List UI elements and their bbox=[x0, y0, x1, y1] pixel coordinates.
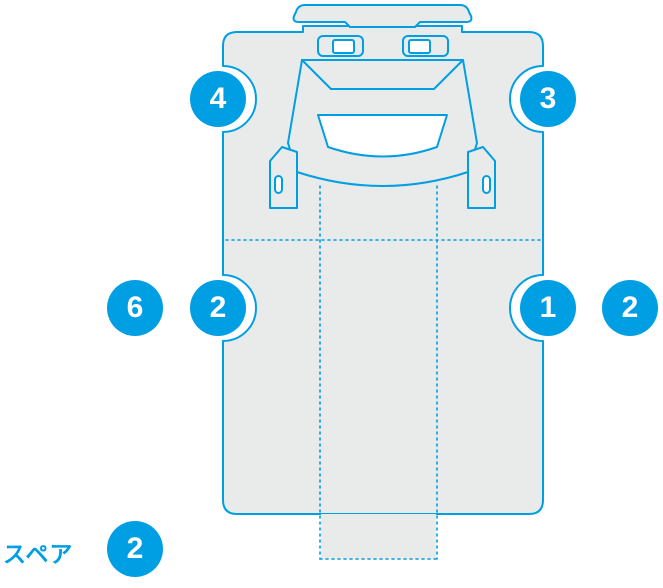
right-hood-vent-inner bbox=[408, 39, 431, 54]
badge-outer-left: 6 bbox=[107, 280, 163, 336]
wheel-badge-front-right: 3 bbox=[520, 71, 576, 127]
a-pillar-lines bbox=[301, 59, 464, 90]
left-mirror-slot bbox=[274, 175, 283, 194]
spare-label: スペア bbox=[3, 541, 74, 567]
wheel-badge-rear-left: 2 bbox=[190, 280, 246, 336]
right-mirror bbox=[467, 146, 496, 209]
tailgate-strip-fill bbox=[321, 514, 436, 559]
wheel-badge-front-left: 4 bbox=[190, 71, 246, 127]
badge-outer-right: 2 bbox=[602, 280, 658, 336]
badge-spare: 2 bbox=[107, 521, 163, 577]
left-mirror bbox=[269, 146, 298, 209]
left-hood-vent-inner bbox=[332, 39, 355, 54]
front-bumper bbox=[292, 4, 473, 28]
right-mirror-slot bbox=[482, 175, 491, 194]
windshield-glass bbox=[317, 114, 448, 158]
wheel-badge-rear-right: 1 bbox=[520, 280, 576, 336]
